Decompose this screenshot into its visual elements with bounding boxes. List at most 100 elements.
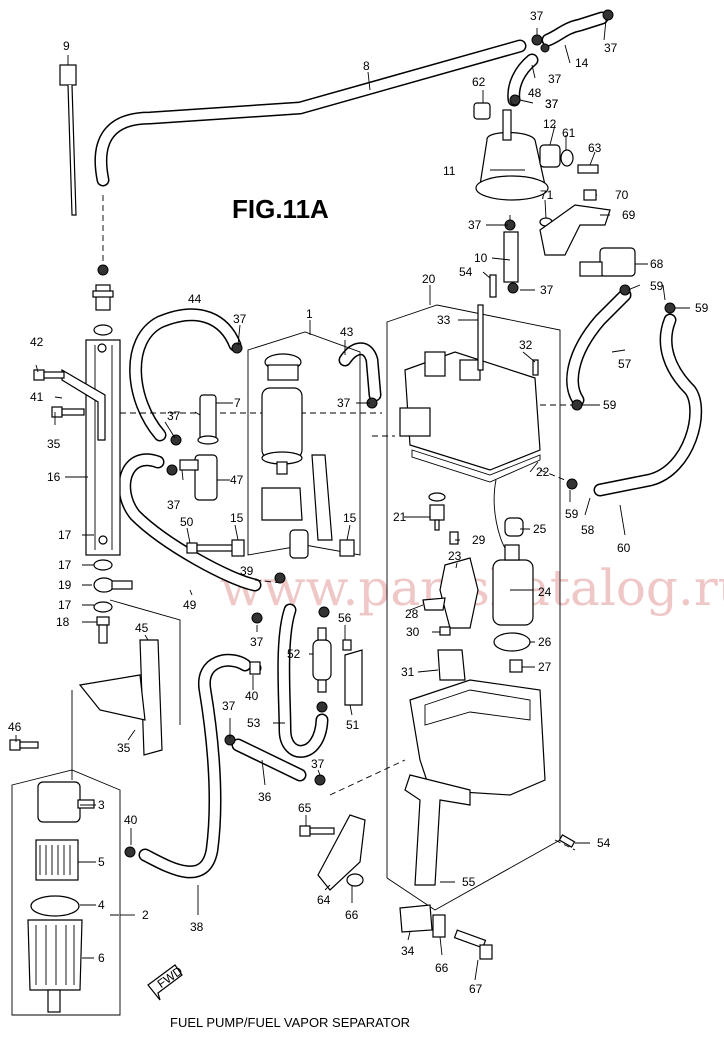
pump-24	[492, 479, 534, 626]
filter-head-3	[37, 781, 95, 823]
callout-label: 59	[650, 279, 664, 293]
hose-49	[118, 453, 262, 592]
callout-label: 12	[543, 117, 557, 131]
callout-label: 50	[180, 515, 194, 529]
screw-29	[449, 531, 459, 545]
callout-label: 37	[311, 757, 325, 771]
callout-label: 35	[47, 437, 61, 451]
callout-label: 59	[565, 507, 579, 521]
gasket-22	[411, 449, 541, 483]
callout-label: 23	[448, 549, 462, 563]
bolt-54a	[489, 274, 497, 298]
callout-label: 42	[30, 335, 44, 349]
dashed-leader	[329, 759, 406, 796]
union-19	[93, 577, 133, 593]
callout-label: 38	[190, 920, 204, 934]
filter-element-5	[35, 839, 79, 881]
clamps	[97, 9, 676, 858]
svg-text:FWD: FWD	[155, 964, 186, 991]
figure-caption: FUEL PUMP/FUEL VAPOR SEPARATOR	[170, 1015, 410, 1030]
washers-17	[93, 324, 113, 613]
callout-label: 16	[47, 470, 61, 484]
callout-label: 37	[548, 72, 562, 86]
callout-label: 39	[240, 564, 254, 578]
grommet-12	[539, 144, 561, 168]
callout-label: 3	[98, 798, 105, 812]
callout-label: 9	[63, 39, 70, 53]
hose-14	[541, 11, 609, 47]
callout-label: 66	[435, 961, 449, 975]
bolt-63	[577, 164, 599, 174]
callout-label: 51	[346, 718, 360, 732]
callout-label: 28	[405, 607, 419, 621]
hose-43	[338, 342, 382, 402]
callout-label: 18	[56, 615, 70, 629]
filter-52	[312, 627, 332, 693]
callout-label: 11	[443, 164, 456, 178]
callout-label: 36	[258, 790, 272, 804]
callout-label: 30	[406, 625, 420, 639]
bolt-70	[583, 189, 597, 201]
callout-label: 53	[247, 716, 261, 730]
callout-label: 26	[538, 635, 552, 649]
callout-label: 37	[222, 699, 236, 713]
screw-32	[532, 359, 539, 376]
collar-15a	[231, 539, 245, 557]
grommet-25	[504, 517, 524, 537]
fitting-47	[179, 454, 218, 501]
collar-66b	[346, 873, 364, 887]
callout-label: 19	[58, 578, 72, 592]
callouts: 9 8 37 37 14 37 48 37 62 37 12 61 63 11 …	[8, 9, 709, 996]
callout-label: 59	[695, 301, 709, 315]
needle-valve-21	[428, 492, 446, 531]
callout-label: 37	[540, 283, 554, 297]
callout-label: 37	[468, 218, 482, 232]
callout-label: 48	[528, 86, 542, 100]
hose-8	[94, 39, 527, 187]
cable-tie-9	[59, 64, 77, 216]
callout-label: 37	[337, 396, 351, 410]
group-2-outline	[11, 769, 121, 1016]
dashed-leader	[539, 469, 571, 483]
hose-38	[138, 653, 252, 879]
callout-label: 64	[317, 893, 331, 907]
ring-26	[493, 632, 531, 652]
hose-36	[231, 738, 307, 782]
wire-28	[422, 597, 446, 611]
clamp-31	[437, 649, 466, 681]
callout-label: 1	[306, 307, 313, 321]
group-19-leader	[109, 599, 181, 725]
bracket-16	[85, 339, 121, 556]
solenoid-68	[579, 247, 636, 277]
cover-23	[439, 557, 479, 629]
callout-label: 71	[540, 188, 554, 202]
fitting-13	[92, 284, 114, 311]
callout-label: 70	[615, 188, 629, 202]
callout-label: 20	[422, 272, 436, 286]
callout-label: 67	[469, 982, 483, 996]
tube-10	[503, 231, 519, 283]
callout-label: 15	[343, 511, 357, 525]
group-1-outline	[247, 331, 361, 556]
callout-label: 17	[58, 528, 72, 542]
callout-label: 35	[117, 741, 131, 755]
callout-label: 40	[124, 813, 138, 827]
callout-label: 56	[338, 611, 352, 625]
callout-label: 60	[617, 541, 631, 555]
callout-label: 54	[597, 836, 611, 850]
callout-label: 6	[98, 951, 105, 965]
bolt-33	[477, 304, 484, 371]
callout-label: 37	[233, 312, 247, 326]
callout-label: 44	[188, 292, 202, 306]
callout-label: 21	[393, 510, 407, 524]
callout-label: 57	[618, 357, 632, 371]
callout-label: 47	[230, 473, 244, 487]
callout-label: 15	[230, 511, 244, 525]
callout-label: 59	[603, 398, 617, 412]
bolt-67	[453, 929, 493, 960]
bracket-51	[344, 649, 363, 706]
collar-15b	[339, 539, 355, 557]
bracket-45	[78, 639, 163, 756]
callout-label: 2	[142, 908, 149, 922]
